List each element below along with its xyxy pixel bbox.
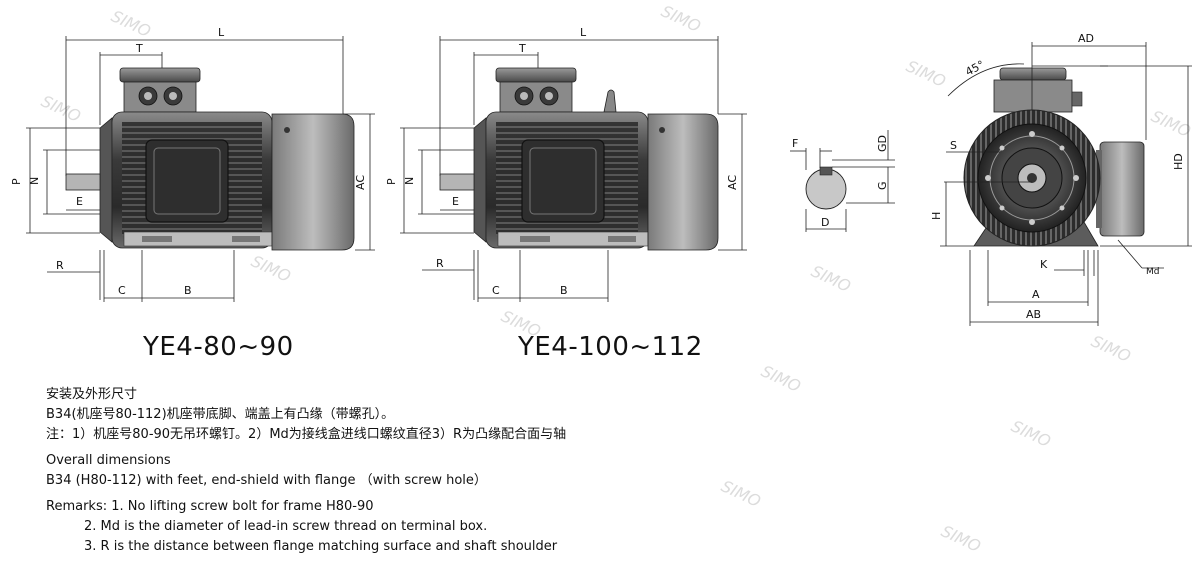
dim-label-AC: AC [354,175,367,190]
watermark: SIMO [1148,106,1193,141]
notes-en-remark2: 2. Md is the diameter of lead-in screw t… [84,519,488,534]
motor-side-view-100-112 [439,67,719,251]
dim-label-N: N [403,177,416,185]
dim-label-A: A [1032,288,1040,301]
watermark: SIMO [108,6,153,41]
notes-en-title: Overall dimensions [46,453,171,468]
dim-label-angle: 45° [963,58,986,79]
notes-en-line1: B34 (H80-112) with feet, end-shield with… [46,473,487,488]
dim-label-R: R [436,257,444,270]
dimension-labels-motor-100-112: L T P N E AC R C B [385,26,739,297]
watermark: SIMO [808,261,853,296]
dim-label-C: C [492,284,500,297]
dim-label-E: E [452,195,459,208]
dim-label-B: B [184,284,192,297]
dim-label-L: L [218,26,225,39]
watermark: SIMO [658,1,703,36]
watermark: SIMO [1088,331,1133,366]
motor-side-view-80-90 [65,67,355,251]
dim-label-D: D [821,216,829,229]
dim-label-P: P [385,178,398,185]
dim-label-C: C [118,284,126,297]
dim-label-AD: AD [1078,32,1094,45]
dim-label-B: B [560,284,568,297]
dim-label-AC: AC [726,175,739,190]
dim-label-N: N [28,177,41,185]
model-title-80-90: YE4-80~90 [143,332,294,362]
dim-label-R: R [56,259,64,272]
dimensions-motor-100-112 [400,36,747,302]
dim-label-P: P [10,178,23,185]
notes-block: 安装及外形尺寸 B34(机座号80-112)机座带底脚、端盖上有凸缘（带螺孔）。… [46,385,806,557]
watermark: SIMO [38,91,83,126]
dimensions-end-view [940,42,1192,326]
dim-label-E: E [76,195,83,208]
motor-end-view [963,67,1145,247]
watermark: SIMO [248,251,293,286]
dim-label-AB: AB [1026,308,1041,321]
dim-label-GD: GD [876,135,889,152]
notes-en-remark1: Remarks: 1. No lifting screw bolt for fr… [46,499,374,514]
dim-label-F: F [792,137,798,150]
dimensions-motor-80-90 [26,36,375,302]
dim-label-S: S [950,139,957,152]
dim-label-K: K [1040,258,1048,271]
shaft-section-view: F GD G D [790,130,895,232]
dim-label-G: G [876,181,889,190]
dimension-labels-motor-80-90: L T P N E AC R C B [10,26,367,297]
dim-label-T: T [135,42,143,55]
notes-cn-line1: B34(机座号80-112)机座带底脚、端盖上有凸缘（带螺孔）。 [46,407,395,422]
notes-cn-title: 安装及外形尺寸 [46,387,138,402]
watermark: SIMO [1008,416,1053,451]
dim-label-L: L [580,26,587,39]
dim-label-Md: Md [1146,267,1159,277]
dim-label-HD: HD [1172,153,1185,170]
watermark: SIMO [903,56,948,91]
watermark: SIMO [938,521,983,556]
dim-label-T: T [518,42,526,55]
notes-cn-line2: 注：1）机座号80-90无吊环螺钉。2）Md为接线盒进线口螺纹直径3）R为凸缘配… [46,427,567,442]
dim-label-H: H [930,212,943,220]
model-title-100-112: YE4-100~112 [518,332,703,362]
notes-en-remark3: 3. R is the distance between flange matc… [84,539,558,554]
